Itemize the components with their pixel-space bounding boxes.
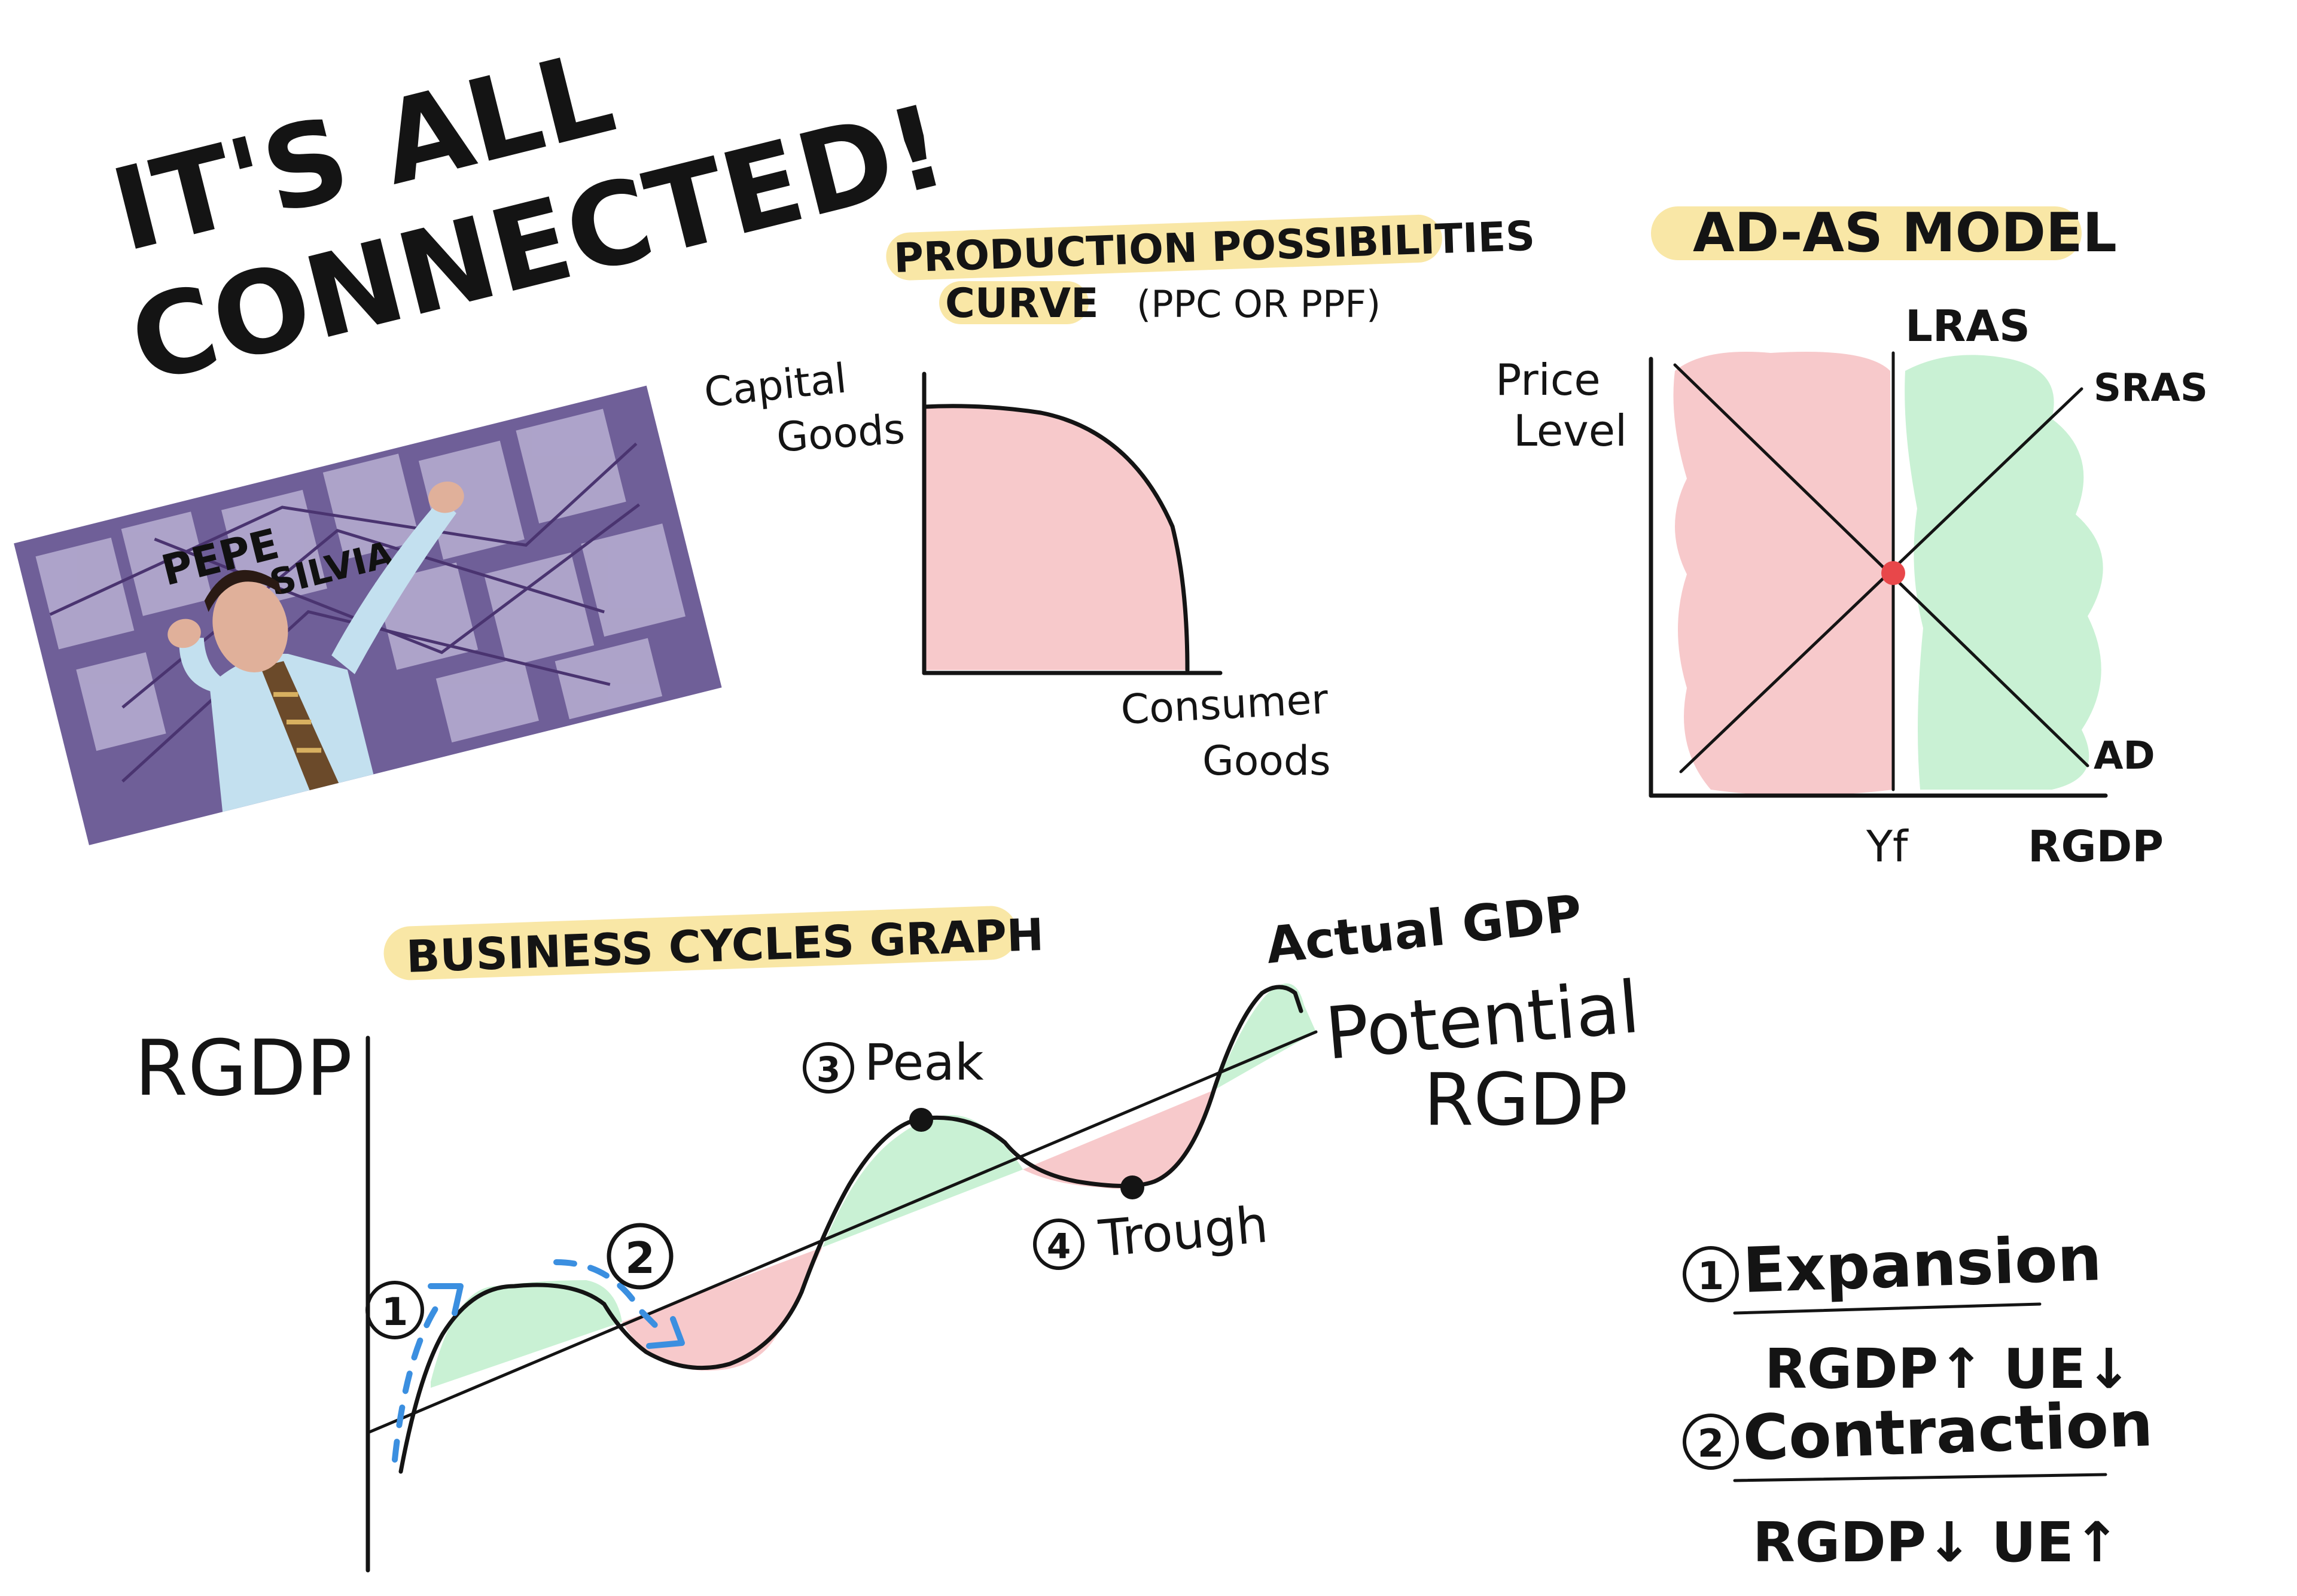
peak-text: Peak [864,1033,984,1092]
adas-chart: AD-AS MODEL Price Level LRAS SRAS AD Yf … [1495,202,2208,872]
adas-sras-label: SRAS [2094,366,2208,410]
contraction-arrow [553,1259,667,1337]
adas-yf-label: Yf [1866,821,1909,872]
contraction-arrowhead [646,1316,685,1349]
trough-number: 4 [1047,1226,1071,1266]
potential-rgdp-line [366,1030,1318,1434]
ppc-curve [922,404,1190,672]
business-cycle-heading-text: BUSINESS CYCLES GRAPH [406,909,1045,983]
legend-item2-effect: RGDP↓ UE↑ [1753,1510,2120,1574]
cycle-phases-legend: 1 Expansion RGDP↑ UE↓ 2 Contraction RGDP… [1683,1222,2154,1574]
cycle-pink-region-2 [1023,1090,1214,1189]
man-figure [167,481,464,812]
adas-heading: AD-AS MODEL [1651,202,2117,264]
main-title: IT'S ALL CONNECTED! [100,26,958,409]
adas-sras-line [1679,387,2083,773]
business-cycle-heading: BUSINESS CYCLES GRAPH [383,906,1045,983]
marker-1-number: 1 [382,1290,409,1335]
adas-lras-label: LRAS [1905,301,2030,351]
cycle-green-region-3 [1214,983,1316,1090]
actual-gdp-curve [398,985,1303,1474]
adas-equilibrium-dot [1881,561,1905,585]
cycle-green-region-2 [822,1115,1023,1247]
actual-gdp-label: Actual GDP [1263,884,1585,975]
ppc-heading-aside: (PPC OR PPF) [1137,282,1381,326]
adas-heading-text: AD-AS MODEL [1693,202,2117,264]
expansion-arrow [392,1295,446,1463]
marker-2: 2 [607,1223,674,1290]
ppc-shaded-area [924,406,1187,670]
adas-y-label-line2: Level [1513,406,1627,456]
adas-x-label: RGDP [2028,821,2164,872]
ppc-y-label-line2: Goods [775,406,906,462]
legend-item1-label: Expansion [1742,1222,2103,1307]
legend-item2-number: 2 [1698,1422,1725,1466]
peak-label: 3 Peak [803,1033,984,1094]
meme-photo: PEPE SILVIA [14,385,722,845]
adas-green-region [1905,355,2103,790]
ppc-heading-line2: CURVE [945,280,1099,327]
legend-item-contraction: 2 Contraction RGDP↓ UE↑ [1683,1387,2154,1574]
ppc-y-label-line1: Capital [702,355,849,416]
marker-1: 1 [365,1281,424,1339]
potential-rgdp-label-line2: RGDP [1424,1059,1628,1142]
ppc-chart: PRODUCTION POSSIBILITIES CURVE (PPC OR P… [702,213,1536,785]
legend-item1-effect: RGDP↑ UE↓ [1765,1337,2132,1401]
trough-label: 4 Trough [1033,1195,1271,1270]
peak-point [909,1108,933,1132]
cycle-green-region-1 [431,1280,622,1388]
adas-pink-region [1673,352,1893,796]
legend-item2-label: Contraction [1742,1387,2154,1475]
peak-number: 3 [817,1049,840,1090]
business-cycle-chart: BUSINESS CYCLES GRAPH RGDP Actual GDP Po… [135,884,1643,1573]
marker-2-number: 2 [625,1233,655,1283]
ppc-x-label-line1: Consumer [1120,676,1329,734]
adas-y-label-line1: Price [1495,355,1601,405]
legend-item1-underline [1733,1302,2042,1315]
ppc-heading: PRODUCTION POSSIBILITIES CURVE (PPC OR P… [886,213,1536,327]
expansion-arrowhead [428,1283,464,1316]
adas-ad-label: AD [2094,734,2155,778]
trough-text: Trough [1096,1195,1270,1268]
legend-item-expansion: 1 Expansion RGDP↑ UE↓ [1683,1222,2132,1401]
legend-item1-number: 1 [1698,1254,1725,1299]
cycle-pink-region-1 [622,1247,822,1371]
adas-ad-line [1673,363,2089,767]
trough-point [1120,1175,1144,1199]
ppc-x-label-line2: Goods [1202,738,1331,785]
cycle-y-label: RGDP [135,1024,352,1113]
legend-item2-underline [1733,1473,2107,1482]
